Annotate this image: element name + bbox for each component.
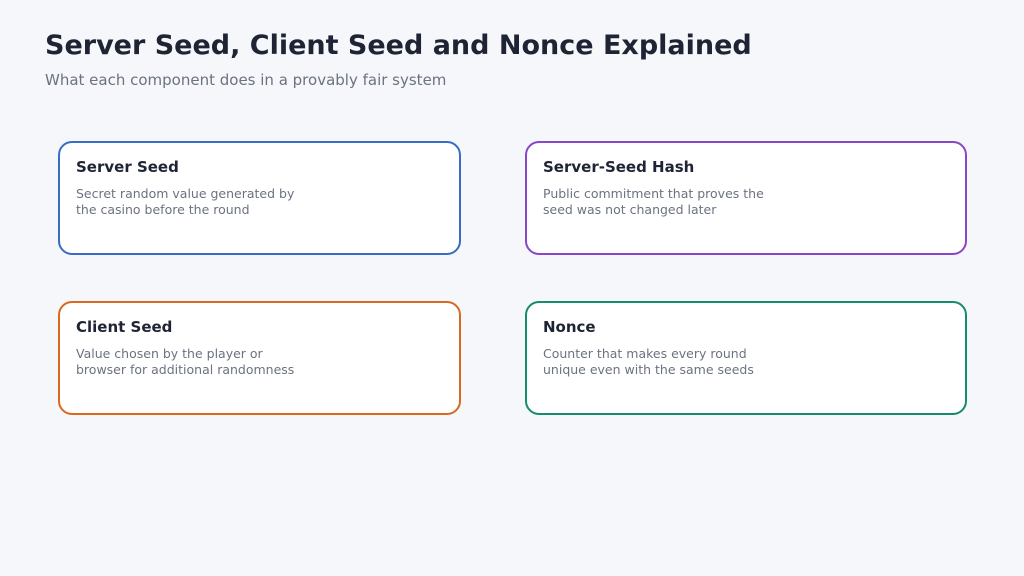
card-description: Counter that makes every round unique ev…: [543, 346, 803, 377]
card-title: Server-Seed Hash: [543, 158, 695, 176]
card-description-line-2: seed was not changed later: [543, 201, 717, 217]
card-server-seed-hash: Server-Seed Hash Public commitment that …: [525, 141, 967, 255]
card-description: Public commitment that proves the seed w…: [543, 186, 803, 217]
card-description-line-1: Secret random value generated by: [76, 186, 295, 201]
card-title: Client Seed: [76, 318, 173, 336]
card-nonce: Nonce Counter that makes every round uni…: [525, 301, 967, 415]
page-subtitle: What each component does in a provably f…: [45, 71, 447, 89]
card-description-line-2: unique even with the same seeds: [543, 361, 754, 377]
card-description-line-1: Value chosen by the player or: [76, 346, 263, 361]
card-description-line-1: Public commitment that proves the: [543, 186, 764, 201]
card-title: Server Seed: [76, 158, 179, 176]
card-title: Nonce: [543, 318, 596, 336]
card-description-line-2: browser for additional randomness: [76, 361, 295, 377]
page-title: Server Seed, Client Seed and Nonce Expla…: [45, 30, 752, 61]
card-description: Value chosen by the player or browser fo…: [76, 346, 336, 377]
card-server-seed: Server Seed Secret random value generate…: [58, 141, 461, 255]
card-description-line-2: the casino before the round: [76, 201, 250, 217]
card-client-seed: Client Seed Value chosen by the player o…: [58, 301, 461, 415]
card-description-line-1: Counter that makes every round: [543, 346, 747, 361]
card-description: Secret random value generated by the cas…: [76, 186, 336, 217]
